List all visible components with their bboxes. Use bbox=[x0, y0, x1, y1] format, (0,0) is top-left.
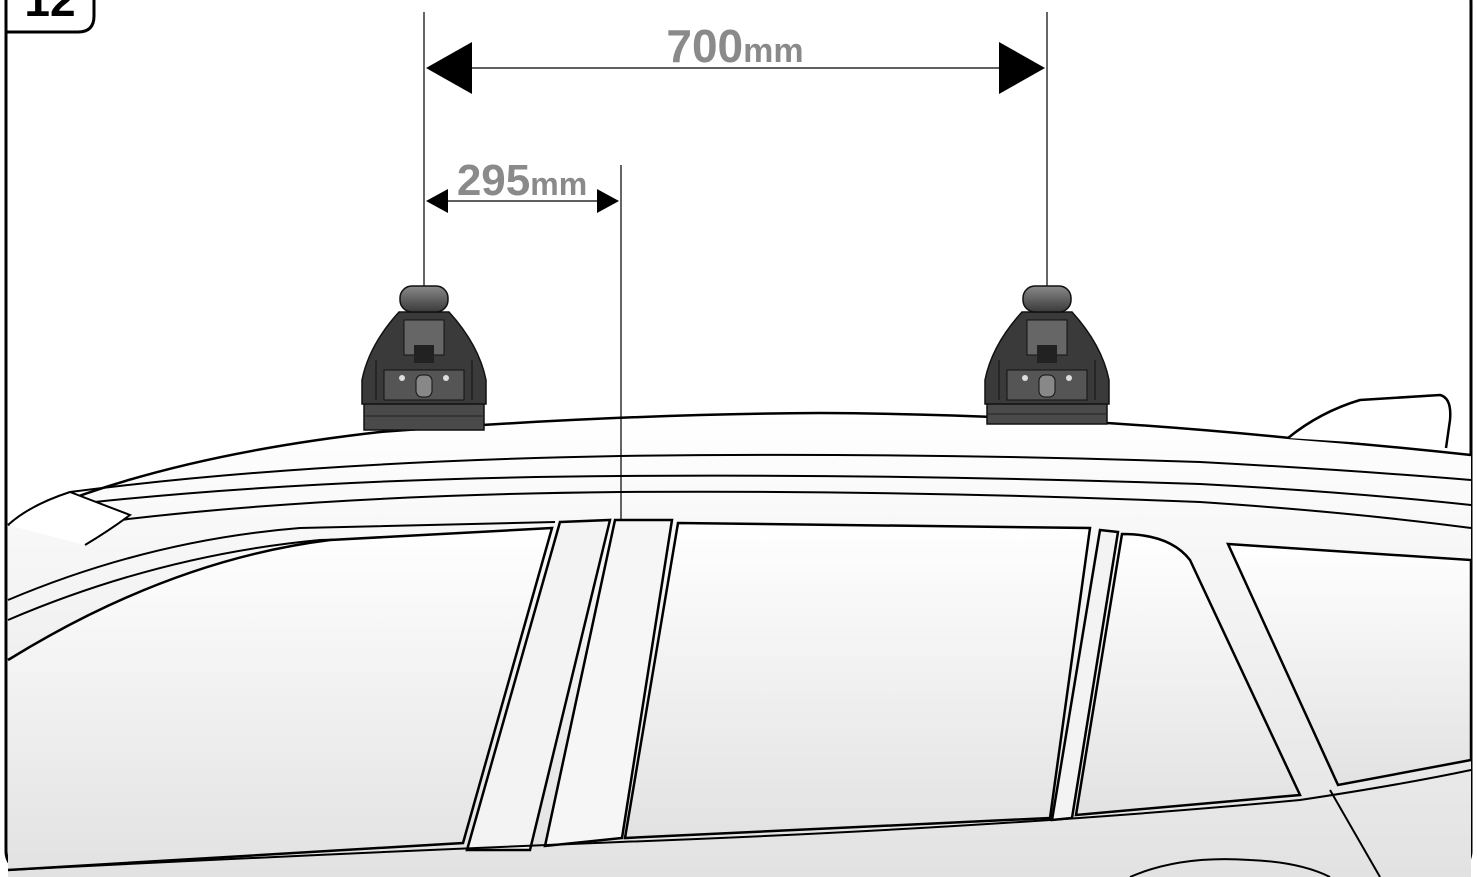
svg-text:295mm: 295mm bbox=[457, 156, 587, 205]
car-body bbox=[7, 393, 1473, 877]
arrow-295-left bbox=[426, 189, 448, 213]
roof-edge bbox=[7, 411, 1472, 527]
step-badge: 12 bbox=[4, 0, 96, 34]
dimension-lines bbox=[423, 12, 1048, 520]
quarter-window bbox=[1074, 532, 1302, 817]
roof-rack-foot-front bbox=[361, 285, 487, 431]
b-pillar bbox=[465, 518, 612, 852]
roof-rail-line-1 bbox=[69, 453, 1472, 493]
rear-door-window bbox=[623, 521, 1092, 840]
side-line-upper bbox=[7, 521, 556, 601]
dimension-295-unit: mm bbox=[530, 166, 587, 202]
roof-rail-line-2 bbox=[84, 474, 1472, 506]
roof-rack-foot-rear bbox=[984, 285, 1110, 425]
arrow-295-right bbox=[597, 189, 619, 213]
arrow-700-left bbox=[426, 42, 472, 94]
lower-line bbox=[1329, 789, 1381, 877]
front-window bbox=[7, 526, 554, 872]
dimension-700-unit: mm bbox=[743, 32, 803, 70]
side-line-upper-2 bbox=[7, 533, 551, 621]
beltline bbox=[7, 769, 1472, 871]
dimension-arrows bbox=[426, 42, 1045, 213]
roof-rail-line-3 bbox=[119, 490, 1472, 529]
step-number: 12 bbox=[24, 0, 75, 26]
lower-curve bbox=[1129, 858, 1331, 877]
arrow-700-right bbox=[999, 42, 1045, 94]
dimension-700-value: 700 bbox=[666, 20, 743, 72]
svg-text:700mm: 700mm bbox=[666, 20, 803, 72]
dimension-295-value: 295 bbox=[457, 156, 530, 205]
b-pillar-2 bbox=[543, 518, 674, 848]
rail-front-end bbox=[7, 490, 133, 546]
roof-spoiler bbox=[1287, 393, 1452, 449]
dimension-label-295: 295mm bbox=[457, 156, 587, 205]
dimension-label-700: 700mm bbox=[666, 20, 803, 72]
rear-window bbox=[1225, 542, 1473, 787]
